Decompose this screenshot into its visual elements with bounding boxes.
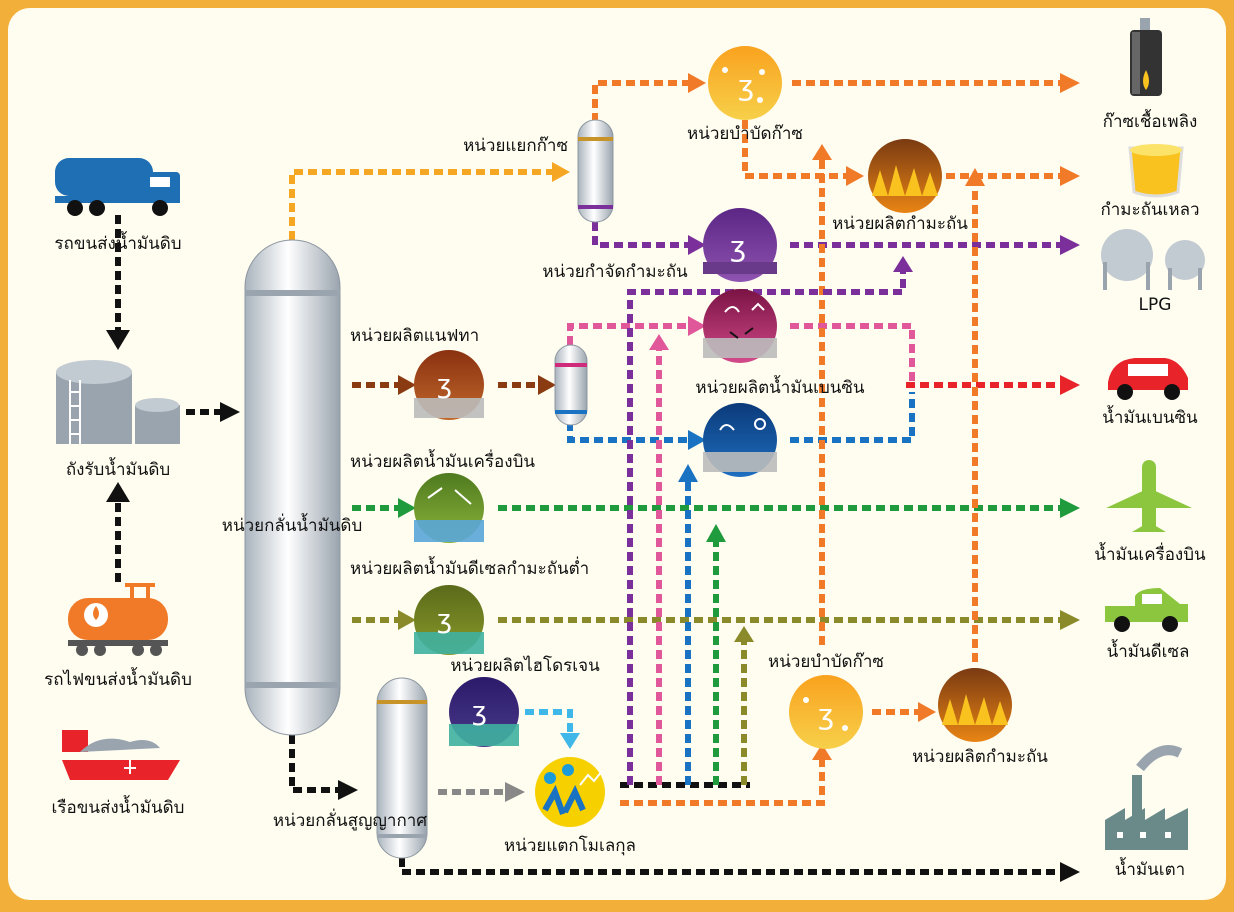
label-gas-treating-top: หน่วยบำบัดก๊าซ xyxy=(687,124,803,144)
label-liquid-sulfur: กำมะถันเหลว xyxy=(1100,200,1200,220)
flow-black-vacuum xyxy=(289,735,340,793)
gas-treating-top-icon: ʒ xyxy=(708,46,782,120)
label-fuel-oil: น้ำมันเตา xyxy=(1114,860,1186,880)
crude-distillation-column xyxy=(244,239,341,736)
flow-pink xyxy=(567,323,690,345)
label-fuel-gas: ก๊าซเชื้อเพลิง xyxy=(1102,112,1198,132)
label-tank: ถังรับน้ำมันดิบ xyxy=(65,460,171,480)
sulfur-removal-icon: ʒ xyxy=(703,208,777,282)
label-sulfur-production-bottom: หน่วยผลิตกำมะถัน xyxy=(912,747,1048,767)
liquid-sulfur-icon xyxy=(1128,144,1184,198)
label-hydrogen: หน่วยผลิตไฮโดรเจน xyxy=(450,656,600,676)
tank-icon xyxy=(56,360,180,444)
flow-purple-riser xyxy=(627,270,906,785)
sulfur-production-bottom-icon xyxy=(938,668,1012,742)
flow-orange-sulfur xyxy=(742,120,848,179)
label-cracking: หน่วยแตกโมเลกุล xyxy=(504,836,636,856)
sulfur-production-top-icon xyxy=(868,139,942,213)
flow-black-fueloil xyxy=(399,858,1062,875)
flow-orange-bottom xyxy=(620,758,825,806)
flow-purple-top xyxy=(592,222,690,248)
flow-blue-out xyxy=(790,392,915,443)
gas-treating-bottom-icon: ʒ xyxy=(789,675,863,749)
cracking-unit-icon xyxy=(535,757,605,827)
car-icon xyxy=(1108,358,1188,400)
vacuum-distillation-column xyxy=(376,677,428,859)
label-train: รถไฟขนส่งน้ำมันดิบ xyxy=(44,670,192,690)
label-sulfur-production-top: หน่วยผลิตกำมะถัน xyxy=(832,214,968,234)
hydrogen-unit-icon: ʒ xyxy=(449,677,519,747)
plane-icon xyxy=(1106,460,1192,532)
flow-lines xyxy=(115,80,1062,875)
arrowheads xyxy=(106,73,1080,882)
diesel-unit-icon: ʒ xyxy=(414,585,484,655)
svg-text:ʒ: ʒ xyxy=(472,697,487,727)
jet-fuel-unit-icon xyxy=(414,473,484,543)
label-diesel: น้ำมันดีเซล xyxy=(1106,642,1190,662)
label-gas-separation: หน่วยแยกก๊าซ xyxy=(463,136,568,156)
reformer-icon xyxy=(703,289,777,363)
factory-icon xyxy=(1105,745,1188,850)
pickup-icon xyxy=(1105,588,1188,632)
truck-icon xyxy=(55,158,180,216)
label-crude-distillation: หน่วยกลั่นน้ำมันดิบ xyxy=(221,516,363,536)
lpg-icon xyxy=(1101,229,1205,290)
label-lpg: LPG xyxy=(1138,295,1172,315)
label-gasoline-product: น้ำมันเบนซิน xyxy=(1102,408,1198,428)
label-low-sulfur-diesel: หน่วยผลิตน้ำมันดีเซลกำมะถันต่ำ xyxy=(350,559,590,579)
label-vacuum-distillation: หน่วยกลั่นสูญญากาศ xyxy=(272,811,428,831)
label-ship: เรือขนส่งน้ำมันดิบ xyxy=(51,798,185,818)
label-gas-treating-bottom: หน่วยบำบัดก๊าซ xyxy=(768,652,884,672)
ship-icon xyxy=(62,730,180,780)
flow-yellow xyxy=(289,169,552,240)
label-jet-fuel-unit: หน่วยผลิตน้ำมันเครื่องบิน xyxy=(350,452,535,472)
flow-pink-out xyxy=(790,323,915,382)
label-gasoline-unit: หน่วยผลิตน้ำมันเบนซิน xyxy=(695,378,865,398)
flow-orange-top xyxy=(592,80,690,122)
label-naphtha: หน่วยผลิตแนฟทา xyxy=(350,326,480,346)
flow-cyan xyxy=(525,709,573,735)
svg-text:ʒ: ʒ xyxy=(437,605,452,635)
label-sulfur-removal: หน่วยกำจัดกำมะถัน xyxy=(542,262,688,282)
label-truck: รถขนส่งน้ำมันดิบ xyxy=(54,234,182,254)
naphtha-splitter-column xyxy=(554,344,588,426)
label-jet-fuel-product: น้ำมันเครื่องบิน xyxy=(1094,545,1206,565)
svg-text:ʒ: ʒ xyxy=(730,230,746,263)
naphtha-unit-icon: ʒ xyxy=(414,350,484,420)
svg-text:ʒ: ʒ xyxy=(818,698,834,731)
isomerization-icon xyxy=(703,403,777,477)
train-icon xyxy=(68,583,168,656)
svg-text:ʒ: ʒ xyxy=(738,69,754,102)
gas-separation-column xyxy=(577,119,614,223)
fuel-gas-icon xyxy=(1130,18,1162,96)
flow-blue xyxy=(567,422,690,443)
svg-text:ʒ: ʒ xyxy=(437,370,452,400)
